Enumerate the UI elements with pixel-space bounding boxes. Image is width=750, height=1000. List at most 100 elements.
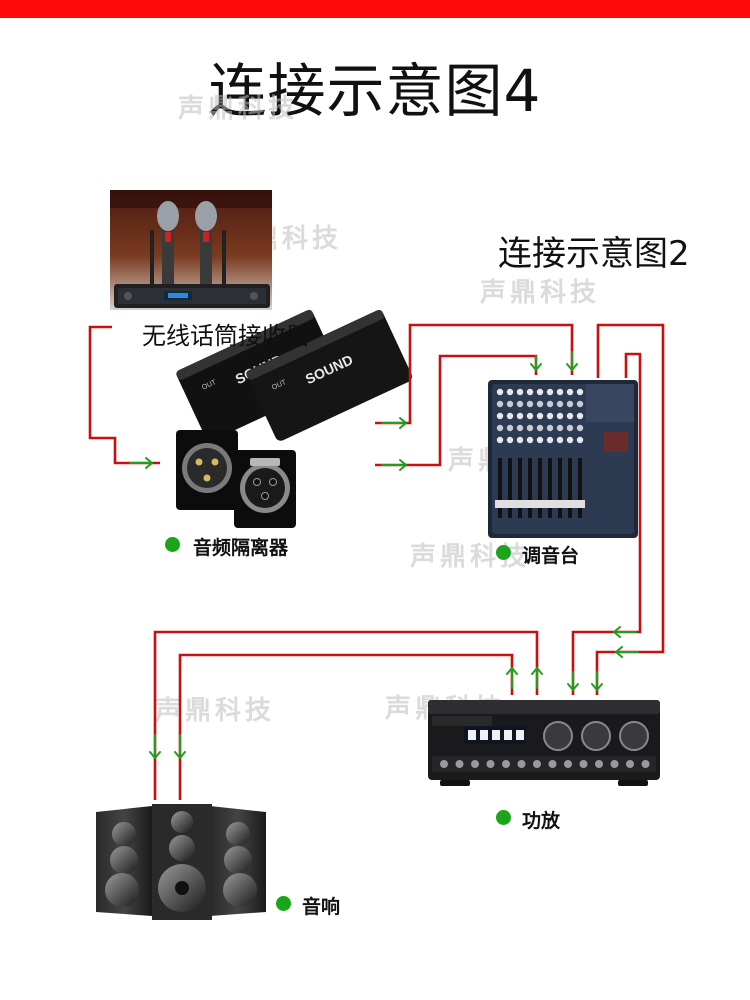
- arrow-down-icon: [591, 671, 603, 692]
- bullet-dot: [496, 810, 511, 825]
- mixer-knob: [516, 436, 524, 444]
- mixer-fader-cap: [505, 500, 515, 508]
- mixer-knob: [506, 388, 514, 396]
- mixer-fader-cap: [535, 500, 545, 508]
- mixer-knob: [526, 412, 534, 420]
- power-amplifier-image: [428, 700, 660, 786]
- amplifier-jack: [502, 760, 510, 768]
- wire-mixer-to-amplifier: [595, 323, 665, 695]
- mixer-fader: [498, 458, 502, 518]
- mixer-knob: [526, 400, 534, 408]
- mixer-knob: [576, 424, 584, 432]
- label-amplifier: 功放: [522, 810, 561, 832]
- arrow-down-icon: [149, 734, 161, 760]
- arrow-up-icon: [506, 666, 518, 689]
- arrow-left-icon: [614, 646, 639, 658]
- mixer-knob: [546, 412, 554, 420]
- arrow-down-icon: [174, 734, 186, 760]
- label-wireless-receiver: 无线话筒接收器: [142, 322, 310, 350]
- mixer-knob: [556, 400, 564, 408]
- mixer-knob: [506, 400, 514, 408]
- label-mixer: 调音台: [522, 545, 580, 567]
- mixer-fader: [518, 458, 522, 518]
- top-red-bar: [0, 0, 750, 18]
- microphone-icon: [157, 201, 179, 288]
- mixer-fader: [568, 458, 572, 518]
- mixer-knob: [556, 424, 564, 432]
- amplifier-jack: [455, 760, 464, 768]
- watermark: 声鼎科技: [155, 696, 276, 726]
- mixer-knob: [506, 436, 514, 444]
- mixer-fader: [508, 458, 512, 518]
- mixer-knob: [566, 388, 574, 396]
- wire-receiver-to-isolator: [88, 325, 160, 465]
- amplifier-jack: [486, 760, 495, 768]
- mixer-fader: [528, 458, 532, 518]
- mixer-knob: [516, 412, 524, 420]
- mixer-knob: [506, 424, 514, 432]
- arrow-up-icon: [531, 666, 543, 689]
- mixer-knob: [526, 436, 534, 444]
- mixer-knob: [546, 388, 554, 396]
- mixer-fader-cap: [575, 500, 585, 508]
- mixer-knob: [576, 436, 584, 444]
- arrow-left-icon: [612, 626, 637, 638]
- wire-amplifier-to-speakers: [153, 630, 539, 800]
- amplifier-jack: [564, 760, 572, 768]
- amplifier-jack: [641, 760, 650, 768]
- bullet-dot: [496, 545, 511, 560]
- mixer-fader-cap: [515, 500, 525, 508]
- mixer-knob: [496, 388, 504, 396]
- mixer-knob: [496, 424, 504, 432]
- mixer-knob: [556, 388, 564, 396]
- arrow-down-icon: [567, 671, 579, 692]
- mixer-knob: [536, 400, 544, 408]
- mixer-knob: [576, 412, 584, 420]
- signal-arrows: [129, 351, 639, 760]
- amplifier-jack: [471, 760, 479, 768]
- mixer-knob: [566, 436, 574, 444]
- mixer-fader-cap: [565, 500, 575, 508]
- mixer-knob: [536, 436, 544, 444]
- mixer-console-image: [488, 380, 638, 538]
- label-audio-isolator: 音频隔离器: [193, 537, 289, 559]
- microphone-icon: [195, 201, 217, 288]
- mixer-knob: [536, 388, 544, 396]
- mixer-fader: [538, 458, 542, 518]
- mixer-fader: [558, 458, 562, 518]
- label-speakers: 音响: [302, 896, 341, 918]
- mixer-fader: [578, 458, 582, 518]
- amplifier-jack: [517, 760, 526, 768]
- mixer-fader-cap: [545, 500, 555, 508]
- mixer-knob: [526, 424, 534, 432]
- amplifier-jack: [610, 760, 619, 768]
- mixer-fader-cap: [495, 500, 505, 508]
- mixer-knob: [576, 400, 584, 408]
- bullet-dot: [276, 896, 291, 911]
- mixer-fader-cap: [525, 500, 535, 508]
- mixer-knob: [556, 436, 564, 444]
- mixer-knob: [566, 412, 574, 420]
- arrow-down-icon: [566, 351, 578, 372]
- mixer-knob: [496, 412, 504, 420]
- mixer-knob: [536, 424, 544, 432]
- mixer-knob: [526, 388, 534, 396]
- mixer-knob: [496, 436, 504, 444]
- bullet-dot: [165, 537, 180, 552]
- arrow-down-icon: [530, 355, 542, 372]
- mixer-knob: [516, 400, 524, 408]
- watermark: 声鼎科技: [480, 278, 601, 308]
- amplifier-jack: [533, 760, 541, 768]
- amplifier-jack: [595, 760, 603, 768]
- mixer-knob: [576, 388, 584, 396]
- mixer-knob: [546, 424, 554, 432]
- mixer-knob: [546, 400, 554, 408]
- mixer-knob: [566, 400, 574, 408]
- mixer-knob: [516, 388, 524, 396]
- arrow-right-icon: [381, 417, 408, 429]
- arrow-right-icon: [129, 457, 154, 469]
- mixer-knob: [536, 412, 544, 420]
- wire-mixer-to-amplifier: [571, 352, 642, 695]
- mixer-knob: [546, 436, 554, 444]
- amplifier-jack: [548, 760, 557, 768]
